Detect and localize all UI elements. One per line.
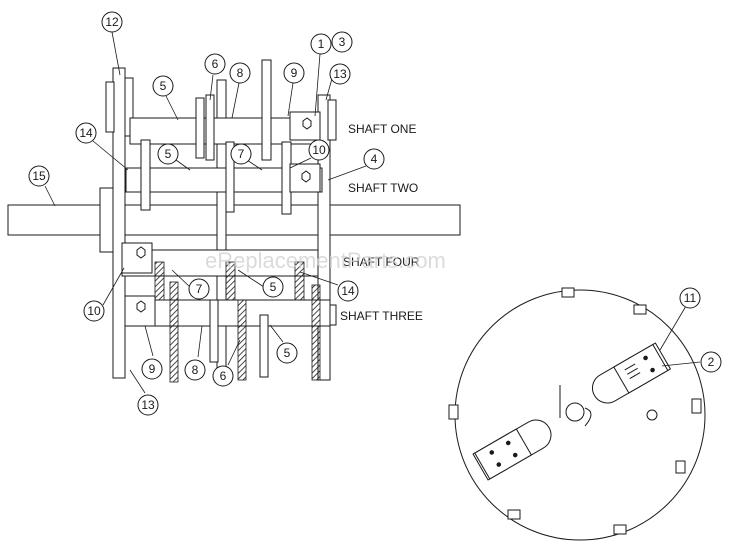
shaft-one-bar	[129, 117, 321, 145]
shaft-three-tine-c	[311, 284, 321, 381]
shaft-three-tine-b	[237, 299, 247, 381]
callout-5-mid: 5	[157, 143, 179, 165]
disc-lug-bottom-left	[507, 509, 521, 520]
hub-mark-b	[584, 407, 592, 427]
leader-lines	[44, 31, 367, 394]
svg-text:10: 10	[87, 304, 101, 318]
svg-text:13: 13	[141, 398, 155, 412]
callout-5-top: 5	[152, 75, 174, 97]
shaft-three-tine-d	[259, 314, 269, 378]
callout-7-top: 7	[230, 143, 252, 165]
callout-13-top: 13	[329, 63, 351, 85]
shaft-assembly	[7, 59, 461, 383]
disc-lug-top	[561, 287, 575, 298]
disc-lug-left	[448, 404, 459, 420]
callout-2: 2	[700, 351, 722, 373]
bearing-arm-upper	[591, 342, 672, 404]
svg-text:3: 3	[339, 35, 346, 49]
shaft-four-bolt	[136, 246, 146, 259]
callout-4: 4	[363, 148, 385, 170]
shaft-two-label: SHAFT TWO	[348, 181, 418, 195]
shaft-four-label: SHAFT FOUR	[343, 255, 420, 269]
callout-14-right: 14	[337, 280, 359, 302]
shaft-collar	[99, 187, 115, 253]
svg-text:8: 8	[237, 66, 244, 80]
callout-12: 12	[101, 11, 123, 33]
svg-text:14: 14	[79, 126, 93, 140]
svg-text:13: 13	[333, 67, 347, 81]
disc-hub	[565, 402, 585, 422]
shaft-three-bar	[124, 299, 331, 327]
callout-7-bottom: 7	[188, 278, 210, 300]
shaft-one-tine-b	[261, 59, 272, 161]
callout-1: 1	[310, 33, 332, 55]
callout-8-top: 8	[229, 62, 251, 84]
callout-9-bottom: 9	[141, 358, 163, 380]
shaft-two-tine-c	[225, 141, 235, 213]
shaft-one-tine-a	[205, 94, 215, 161]
callout-15: 15	[28, 165, 50, 187]
callout-8-bottom: 8	[184, 359, 206, 381]
shaft-three-tine-a	[169, 281, 179, 383]
end-view-disc	[448, 287, 706, 541]
svg-text:7: 7	[196, 282, 203, 296]
left-plate-hub	[124, 77, 134, 137]
svg-text:4: 4	[371, 152, 378, 166]
shaft-one-tine-c	[195, 97, 205, 159]
callout-10-top: 10	[308, 139, 330, 161]
bearing-arm-lower	[472, 419, 552, 481]
callout-5-lower: 5	[262, 276, 284, 298]
shaft-two-tine-a	[140, 139, 151, 211]
svg-text:12: 12	[105, 15, 119, 29]
shaft-three-bolt	[136, 300, 146, 313]
shaft-one-bolt	[302, 117, 312, 130]
svg-text:10: 10	[312, 143, 326, 157]
svg-text:1: 1	[318, 37, 325, 51]
shaft-four-spring-a	[154, 261, 165, 303]
svg-text:11: 11	[684, 291, 697, 305]
disc-lug-lower-right	[675, 460, 686, 474]
svg-text:5: 5	[284, 346, 291, 360]
disc-lug-right	[691, 398, 702, 414]
svg-text:5: 5	[165, 147, 172, 161]
shaft-one-label: SHAFT ONE	[348, 122, 416, 136]
disc-lug-bottom	[613, 524, 627, 535]
shaft-two-bearing	[289, 163, 321, 193]
svg-text:6: 6	[220, 369, 227, 383]
svg-text:9: 9	[291, 66, 298, 80]
watermark: eReplacementParts.com	[205, 248, 446, 273]
shaft-three-label: SHAFT THREE	[340, 309, 423, 323]
callout-6-bottom: 6	[212, 365, 234, 387]
callout-14-left: 14	[75, 122, 97, 144]
svg-text:14: 14	[341, 284, 355, 298]
callout-3: 3	[331, 31, 353, 53]
callout-9-top: 9	[283, 62, 305, 84]
leader-2	[661, 361, 701, 367]
svg-text:2: 2	[708, 355, 715, 369]
svg-text:8: 8	[192, 363, 199, 377]
svg-text:15: 15	[32, 169, 46, 183]
disc-hole-right	[646, 409, 658, 421]
callout-11: 11	[679, 287, 701, 309]
shaft-three-tine-e	[209, 299, 219, 363]
svg-text:5: 5	[270, 280, 277, 294]
svg-text:5: 5	[160, 79, 167, 93]
left-end-plate	[112, 67, 126, 379]
left-end-plate-lug	[105, 81, 115, 133]
disc-lug-top-right	[633, 304, 647, 315]
callout-6-top: 6	[204, 53, 226, 75]
callout-5-bottom: 5	[276, 342, 298, 364]
shaft-four-bearing	[121, 242, 153, 274]
callout-13-bottom: 13	[137, 394, 159, 416]
svg-text:7: 7	[238, 147, 245, 161]
right-end-plate-lug	[327, 99, 337, 141]
callout-10-bottom: 10	[83, 300, 105, 322]
svg-text:9: 9	[149, 362, 156, 376]
leader-11	[659, 305, 687, 351]
svg-text:6: 6	[212, 57, 219, 71]
shaft-two-bolt	[301, 170, 311, 183]
